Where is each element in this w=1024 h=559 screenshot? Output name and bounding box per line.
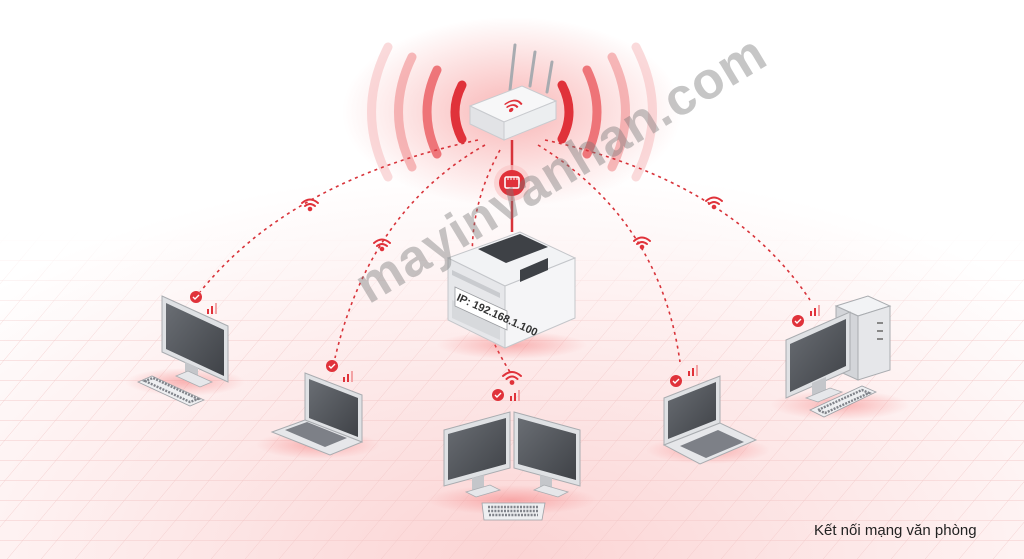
router-signal-waves-left bbox=[367, 42, 467, 182]
signal-bars-icon bbox=[207, 303, 217, 314]
wireless-links bbox=[199, 139, 811, 373]
laptop-icon bbox=[662, 375, 758, 465]
link-desktop-left bbox=[199, 139, 479, 293]
laptop-left bbox=[270, 360, 364, 456]
link-dual-monitor bbox=[471, 149, 511, 373]
printer-icon: IP: 192.168.1.100 bbox=[446, 231, 577, 349]
router-signal-waves-right bbox=[557, 42, 657, 182]
wifi-signal-icon bbox=[301, 196, 723, 385]
monitor-icon bbox=[443, 411, 511, 498]
signal-bars-icon bbox=[810, 305, 820, 316]
link-laptop-right bbox=[537, 144, 681, 363]
monitor-icon bbox=[513, 411, 581, 498]
check-badge-icon bbox=[792, 315, 804, 327]
desktop-left bbox=[137, 291, 229, 407]
check-badge-icon bbox=[492, 389, 504, 401]
link-desktop-right bbox=[544, 139, 811, 301]
keyboard-icon bbox=[481, 502, 546, 521]
signal-bars-icon bbox=[688, 365, 698, 376]
dual-monitor-workstation bbox=[443, 389, 581, 521]
monitor-icon bbox=[161, 295, 229, 388]
monitor-icon bbox=[785, 311, 851, 403]
ethernet-port-icon bbox=[494, 165, 530, 201]
desktop-right bbox=[785, 295, 892, 418]
laptop-icon bbox=[270, 372, 364, 456]
check-badge-icon bbox=[190, 291, 202, 303]
keyboard-icon bbox=[137, 375, 205, 407]
check-badge-icon bbox=[670, 375, 682, 387]
signal-bars-icon bbox=[343, 371, 353, 382]
router-icon bbox=[468, 43, 558, 141]
signal-bars-icon bbox=[510, 390, 520, 401]
laptop-right bbox=[662, 365, 758, 465]
keyboard-icon bbox=[809, 385, 877, 418]
check-badge-icon bbox=[326, 360, 338, 372]
diagram-caption: Kết nối mạng văn phòng bbox=[814, 522, 977, 539]
